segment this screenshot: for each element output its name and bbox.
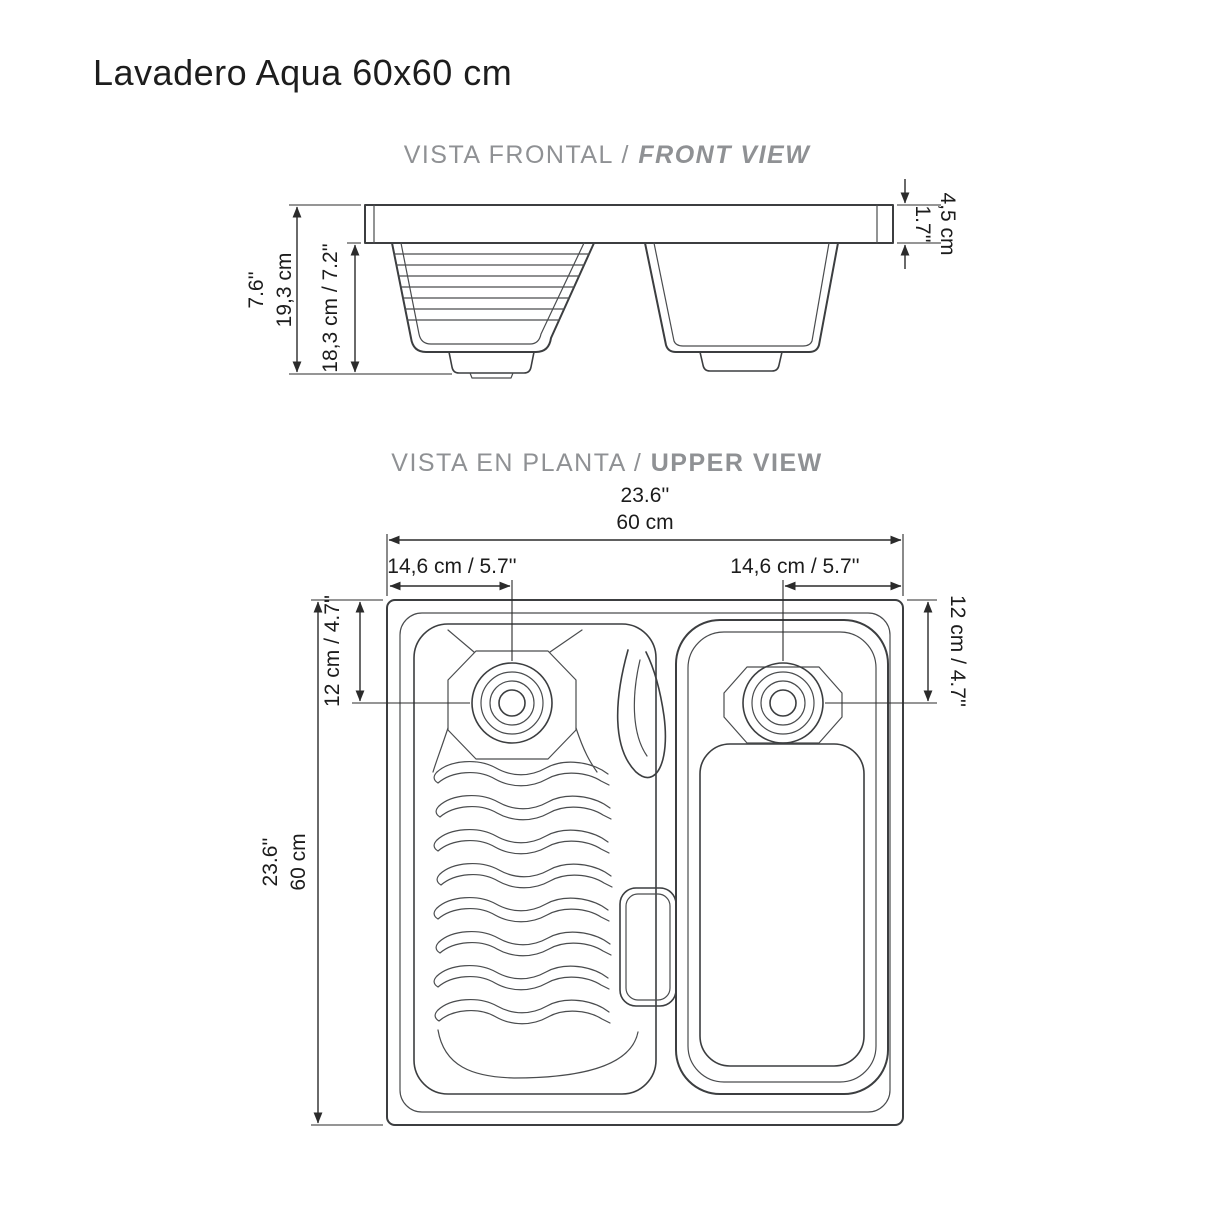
upper-right-drain-plateau xyxy=(723,666,843,744)
dim-right-drain-offset: 14,6 cm / 5.7'' xyxy=(730,555,859,578)
front-view-dimensions: 1.7'' 4,5 cm 7.6'' 19,3 cm 18,3 cm / 7.2… xyxy=(245,179,959,375)
upper-right-basin-floor xyxy=(699,743,865,1067)
front-view-drawing xyxy=(364,204,894,379)
upper-right-basin xyxy=(675,619,889,1095)
front-washboard-ridges xyxy=(393,253,590,321)
upper-outer-body xyxy=(386,599,904,1126)
upper-soap-dish xyxy=(619,887,677,1007)
upper-left-drain xyxy=(471,662,553,744)
dim-left-drain-depth: 12 cm / 4.7'' xyxy=(321,595,344,707)
front-left-drain xyxy=(448,351,535,374)
page-title: Lavadero Aqua 60x60 cm xyxy=(93,52,513,93)
upper-view-drawing xyxy=(386,599,904,1126)
dim-right-drain-depth: 12 cm / 4.7'' xyxy=(946,595,969,707)
upper-view-heading: VISTA EN PLANTA / UPPER VIEW xyxy=(0,449,1214,478)
upper-left-compartment xyxy=(413,623,657,1095)
dim-width-inches: 23.6'' xyxy=(621,484,670,507)
upper-center-channel xyxy=(616,649,667,779)
dim-basin-depth: 18,3 cm / 7.2'' xyxy=(319,243,342,372)
dim-height-cm: 60 cm xyxy=(287,833,310,890)
front-rim xyxy=(364,204,894,244)
upper-inner-rim xyxy=(399,612,891,1113)
upper-left-drain-plateau xyxy=(447,650,577,760)
front-view-heading: VISTA FRONTAL / FRONT VIEW xyxy=(0,141,1214,170)
front-right-basin xyxy=(644,242,839,353)
dim-total-height-cm: 19,3 cm xyxy=(273,253,296,328)
front-view-heading-en: FRONT VIEW xyxy=(638,141,811,169)
dim-left-drain-offset: 14,6 cm / 5.7'' xyxy=(387,555,516,578)
dim-height-inches: 23.6'' xyxy=(259,838,282,887)
dim-width-cm: 60 cm xyxy=(616,511,673,534)
front-left-basin xyxy=(391,242,595,353)
front-right-drain xyxy=(699,351,783,372)
dim-total-height-inches: 7.6'' xyxy=(245,271,268,308)
upper-view-dimensions: 23.6'' 60 cm 14,6 cm / 5.7'' 14,6 cm / 5… xyxy=(259,484,969,1126)
front-view-heading-es: VISTA FRONTAL / xyxy=(403,141,639,169)
dim-rim-cm: 4,5 cm xyxy=(936,192,959,255)
upper-view-heading-es: VISTA EN PLANTA / xyxy=(391,449,651,477)
upper-view-heading-en: UPPER VIEW xyxy=(650,449,823,477)
dim-rim-inches: 1.7'' xyxy=(911,205,934,242)
upper-washboard-ridges xyxy=(433,760,613,1025)
upper-right-drain xyxy=(742,662,824,744)
